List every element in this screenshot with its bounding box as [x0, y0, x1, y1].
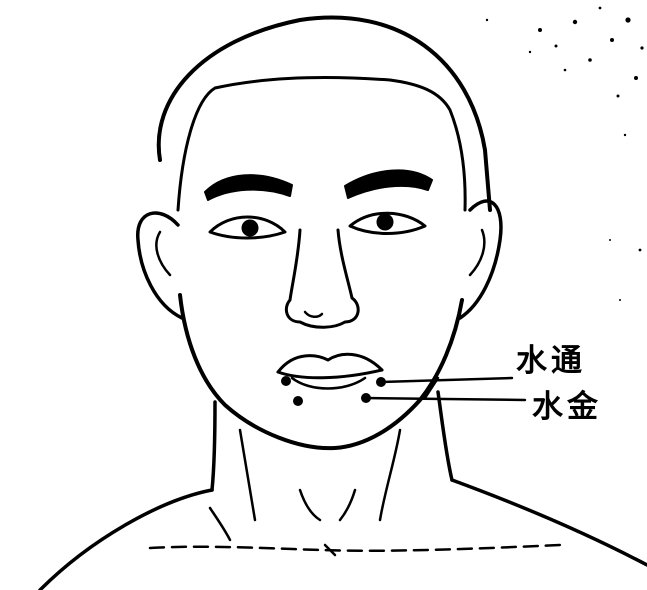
- leader-line-shuijin: [366, 398, 525, 400]
- left-eyebrow: [205, 175, 292, 200]
- acupoint-label-shuijin: 水金: [532, 392, 602, 423]
- acupoint-label-shuitong: 水通: [516, 346, 586, 377]
- left-shoulder: [40, 490, 212, 590]
- head-outline: [159, 18, 490, 210]
- neck-detail-strokes: [210, 430, 400, 555]
- mouth-line: [278, 370, 382, 378]
- neck-left: [212, 402, 215, 490]
- face-contour: [180, 295, 462, 448]
- nose: [286, 230, 358, 327]
- scan-speckle: [486, 7, 644, 301]
- left-ear: [138, 213, 182, 318]
- acupoint-dot: [281, 376, 291, 386]
- right-shoulder: [452, 480, 647, 565]
- acupoint-dot: [293, 396, 303, 406]
- leader-line-shuitong: [381, 378, 512, 382]
- leader-lines: [366, 378, 525, 400]
- lower-lip: [292, 378, 365, 389]
- collarbone-line: [150, 545, 560, 551]
- upper-lip: [278, 354, 382, 372]
- right-eyebrow: [345, 170, 432, 198]
- neck-right: [438, 392, 452, 480]
